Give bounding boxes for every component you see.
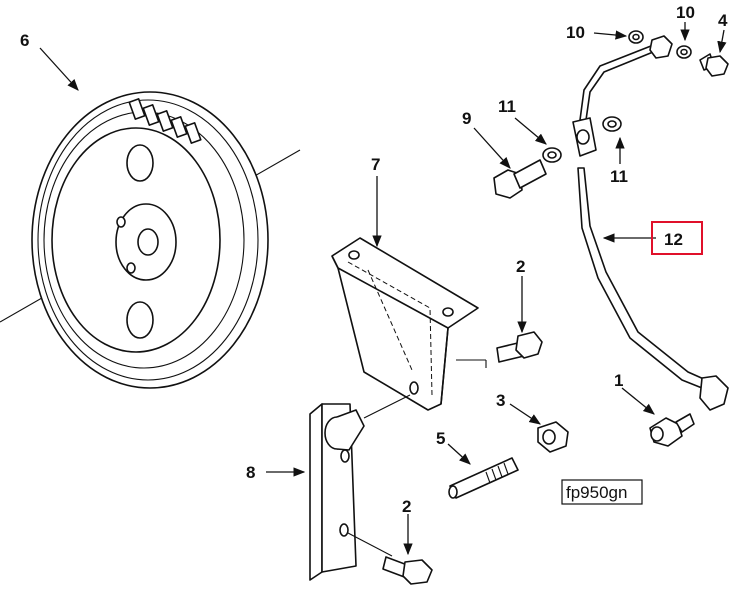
leader-5 (447, 443, 471, 465)
gear-rim-groove (37, 99, 259, 381)
callout-1: 1 (614, 371, 623, 390)
gear-teeth (128, 98, 202, 144)
connector-nipple (675, 413, 695, 433)
washer-part-11-right (602, 116, 622, 132)
washer-inner (607, 120, 617, 128)
upper-fitting-nut (649, 35, 673, 59)
bracket-top-hole (348, 250, 360, 260)
capscrew-part-4 (699, 53, 729, 77)
callout-12-highlight-box (651, 221, 703, 255)
callout-10-right: 10 (676, 3, 695, 22)
banjo-bolt-part-9 (493, 159, 547, 199)
figure-ref-label: fp950gn (566, 483, 627, 502)
banjo-bore (576, 129, 590, 145)
gear-center-bore (137, 228, 159, 256)
callout-7: 7 (371, 155, 380, 174)
leader-11-left (514, 117, 547, 145)
leader-4 (717, 29, 727, 54)
capscrew-part-2-upper (456, 331, 543, 368)
strap-bushing-boss (336, 409, 365, 451)
bracket-body (331, 237, 479, 411)
washer-part-10-right (676, 45, 692, 59)
connector-part-1 (649, 413, 695, 447)
leader-1 (621, 387, 655, 415)
leader-6 (39, 47, 79, 91)
drive-gear-part-6 (0, 91, 301, 389)
capscrew-head (515, 331, 543, 359)
banjo-bolt-shank (513, 159, 547, 189)
stud-body (449, 457, 519, 499)
mounting-bracket-part-7 (331, 237, 479, 411)
capscrew-head (705, 55, 729, 77)
gear-hub-bolt-hole (126, 262, 136, 274)
fuel-line-part-12 (572, 35, 729, 411)
bracket-side-hole (409, 381, 419, 395)
callout-3: 3 (496, 391, 505, 410)
flange-nut-part-3 (537, 421, 569, 453)
stud-end (448, 485, 458, 499)
callout-10-left: 10 (566, 23, 585, 42)
strap-edge (309, 403, 323, 581)
stud-part-5 (448, 457, 519, 499)
leader-10-left (593, 30, 628, 40)
callout-12: 12 (664, 230, 683, 249)
leader-9 (473, 127, 511, 169)
callout-9: 9 (462, 109, 471, 128)
washer-inner (632, 33, 640, 41)
callout-8: 8 (246, 463, 255, 482)
strap-hole (340, 449, 350, 463)
washer-part-10-left (628, 30, 644, 44)
capscrew-part-2-lower (382, 556, 433, 585)
figure-ref-box (561, 479, 643, 505)
strap-hole (339, 523, 349, 537)
washer-inner (680, 48, 688, 56)
callout-11-right: 11 (610, 167, 628, 186)
callout-11-left: 11 (498, 97, 516, 116)
leader-3 (509, 403, 541, 425)
leader-lines (39, 22, 727, 556)
callout-5: 5 (436, 429, 445, 448)
bracket-top-hole (442, 307, 454, 317)
callout-6: 6 (20, 31, 29, 50)
washer-part-11-left (542, 147, 562, 163)
fuel-line-lower-tube (577, 167, 707, 389)
callout-2-upper: 2 (516, 257, 525, 276)
callout-2-lower: 2 (402, 497, 411, 516)
gear-hub-bolt-hole (116, 216, 126, 228)
gear-lightening-hole-top (126, 144, 154, 182)
gear-lightening-hole-bottom (126, 301, 154, 339)
fuel-line-upper-tube (579, 43, 659, 121)
support-strap-part-8 (309, 394, 411, 581)
washer-inner (547, 151, 557, 159)
lower-fitting-nut (699, 375, 729, 411)
capscrew-head (402, 559, 433, 585)
connector-bore (650, 426, 664, 442)
callout-4: 4 (718, 11, 728, 30)
nut-bore (542, 429, 556, 445)
